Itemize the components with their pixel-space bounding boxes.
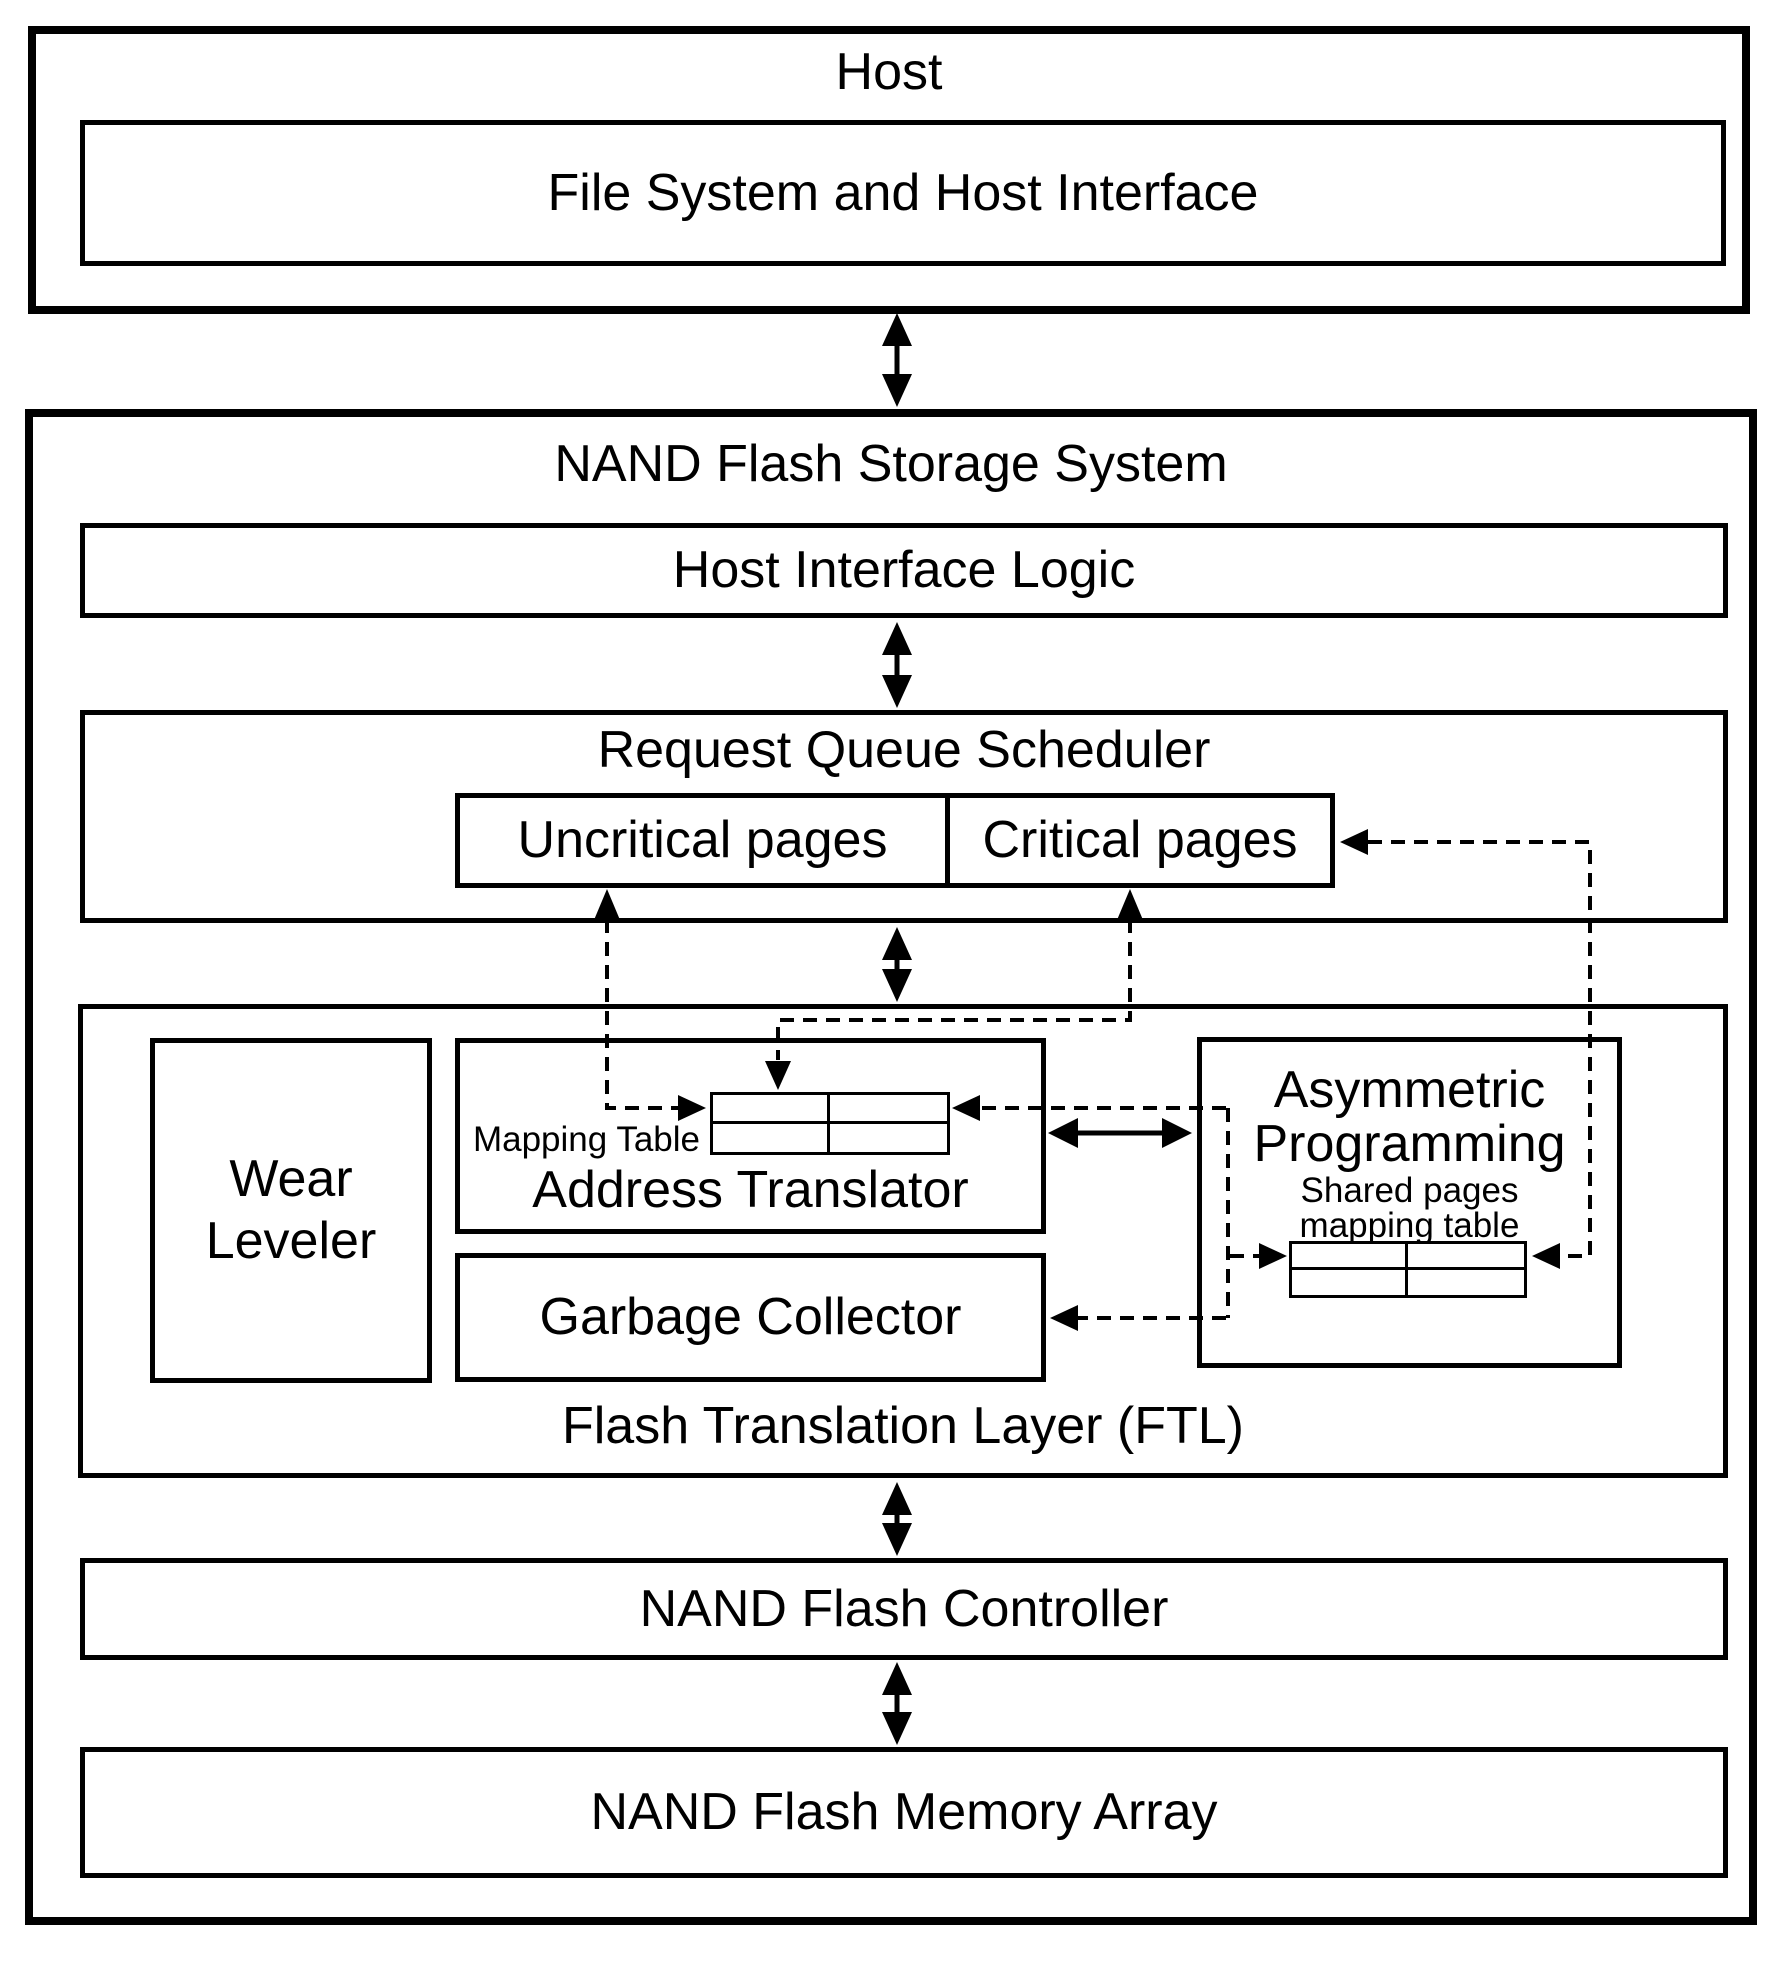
critical-pages-queue: Critical pages <box>950 798 1330 883</box>
file-system-label: File System and Host Interface <box>547 163 1259 222</box>
critical-pages-label: Critical pages <box>982 811 1298 870</box>
request-queue-box: Uncritical pages Critical pages <box>455 793 1335 888</box>
host-to-storage-arrow <box>882 313 912 407</box>
shared-pages-table-cell <box>1292 1269 1408 1295</box>
uncritical-pages-queue: Uncritical pages <box>460 798 950 883</box>
wear-leveler-box: Wear Leveler <box>150 1038 432 1383</box>
mapping-table-cell <box>713 1095 830 1124</box>
shared-pages-table-cell <box>1292 1244 1408 1270</box>
garbage-collector-label: Garbage Collector <box>539 1288 962 1347</box>
nand-flash-memory-array-label: NAND Flash Memory Array <box>590 1783 1218 1842</box>
garbage-collector-box: Garbage Collector <box>455 1253 1046 1382</box>
asymmetric-programming-line1: Asymmetric <box>1273 1061 1546 1119</box>
shared-pages-table-graphic <box>1289 1241 1527 1298</box>
host-title: Host <box>835 43 943 101</box>
uncritical-pages-label: Uncritical pages <box>517 811 888 870</box>
mapping-table-cell <box>830 1095 947 1124</box>
ftl-title: Flash Translation Layer (FTL) <box>561 1397 1245 1455</box>
mapping-table-cell <box>830 1124 947 1153</box>
mapping-table-cell <box>713 1123 830 1152</box>
shared-pages-label-line2: mapping table <box>1299 1206 1520 1245</box>
asymmetric-programming-line2: Programming <box>1253 1115 1566 1173</box>
nand-flash-controller-box: NAND Flash Controller <box>80 1558 1728 1660</box>
wear-leveler-line1: Wear <box>229 1150 353 1209</box>
shared-pages-label-line1: Shared pages <box>1300 1171 1519 1210</box>
storage-system-title: NAND Flash Storage System <box>554 435 1228 493</box>
wear-leveler-line2: Leveler <box>205 1211 377 1270</box>
request-queue-scheduler-title: Request Queue Scheduler <box>597 721 1211 779</box>
nand-flash-memory-array-box: NAND Flash Memory Array <box>80 1747 1728 1878</box>
host-interface-logic-box: Host Interface Logic <box>80 523 1728 618</box>
mapping-table-label: Mapping Table <box>472 1120 700 1159</box>
shared-pages-table-cell <box>1408 1244 1524 1270</box>
shared-pages-table-cell <box>1408 1270 1524 1296</box>
host-interface-logic-label: Host Interface Logic <box>672 541 1136 600</box>
address-translator-label: Address Translator <box>532 1161 969 1219</box>
file-system-box: File System and Host Interface <box>80 120 1726 266</box>
nand-flash-controller-label: NAND Flash Controller <box>639 1579 1169 1638</box>
mapping-table-graphic <box>710 1092 950 1155</box>
